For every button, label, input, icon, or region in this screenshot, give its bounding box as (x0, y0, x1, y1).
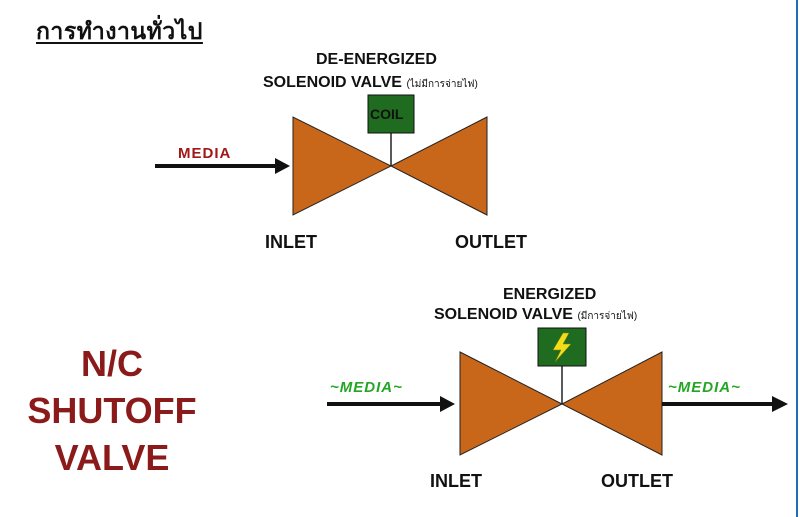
bottom-media-out-label: ~MEDIA~ (668, 379, 741, 396)
shutoff-valve-title: N/C SHUTOFF VALVE (12, 340, 212, 481)
lightning-icon (552, 332, 572, 363)
bottom-media-in-label: ~MEDIA~ (330, 379, 403, 396)
top-state-note: (ไม่มีการจ่ายไฟ) (406, 79, 478, 90)
title-line1: N/C (81, 343, 143, 384)
page-heading: การทำงานทั่วไป (36, 18, 203, 44)
bottom-media-out-arrowhead (772, 396, 788, 412)
top-outlet-label: OUTLET (455, 232, 527, 252)
top-media-label: MEDIA (178, 145, 232, 162)
top-state-line2-row: SOLENOID VALVE (ไม่มีการจ่ายไฟ) (263, 74, 478, 92)
title-line3: VALVE (54, 437, 170, 478)
bottom-valve-outlet-body (560, 351, 663, 456)
top-coil-box (367, 94, 415, 134)
top-media-arrowhead (275, 158, 290, 174)
page-right-border (796, 0, 798, 517)
bottom-state-line1: ENERGIZED (503, 286, 597, 303)
bottom-media-in-arrowhead (440, 396, 455, 412)
top-valve-outlet-body (389, 116, 488, 216)
top-valve (155, 94, 488, 216)
title-line2: SHUTOFF (27, 390, 197, 431)
bottom-state-note: (มีการจ่ายไฟ) (577, 311, 638, 322)
top-valve-inlet-body (292, 116, 393, 216)
top-inlet-label: INLET (265, 232, 317, 252)
bottom-outlet-label: OUTLET (601, 471, 673, 491)
bottom-state-line2: SOLENOID VALVE (434, 306, 573, 323)
top-state-line1: DE-ENERGIZED (316, 51, 437, 68)
bottom-inlet-label: INLET (430, 471, 482, 491)
bottom-state-line2-row: SOLENOID VALVE (มีการจ่ายไฟ) (434, 306, 637, 324)
top-coil-label: COIL (370, 106, 404, 122)
top-state-line2: SOLENOID VALVE (263, 74, 402, 91)
bottom-valve (327, 327, 788, 456)
bottom-valve-inlet-body (459, 351, 564, 456)
